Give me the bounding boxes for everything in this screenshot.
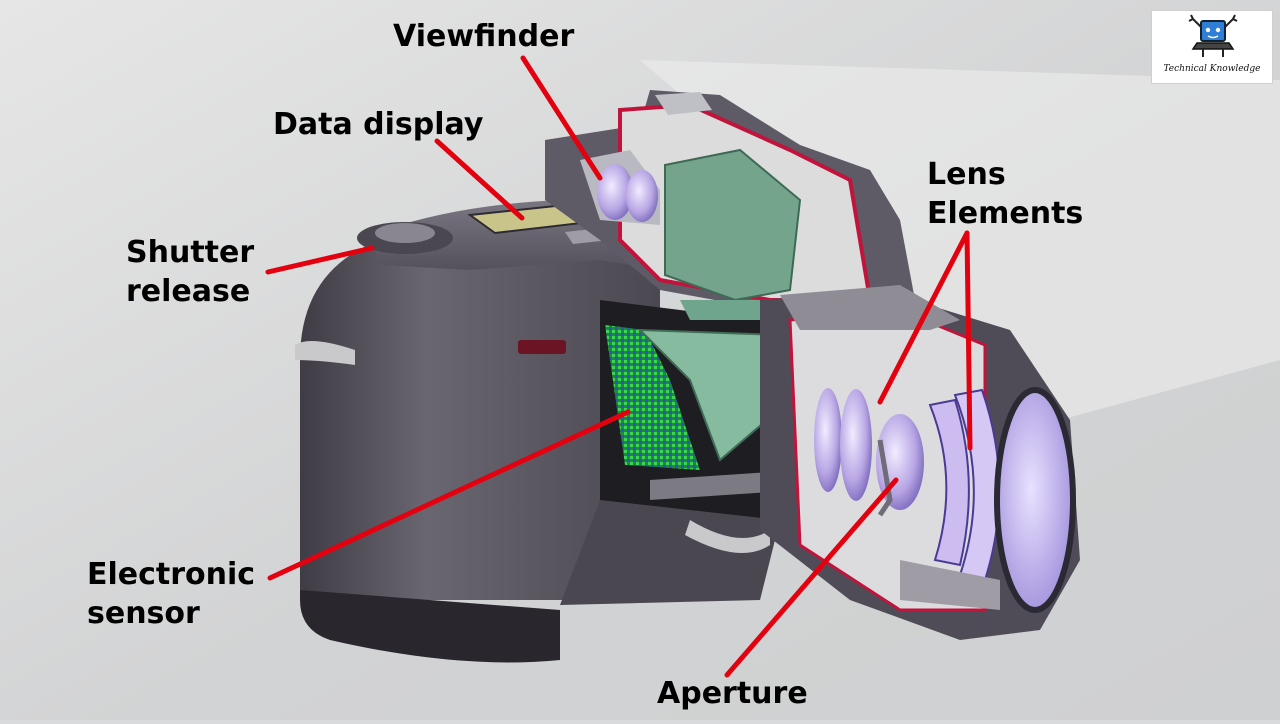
eyepiece-lens-2 [626,170,658,222]
focusing-screen [680,300,760,320]
label-electronic-sensor-line2: sensor [87,596,200,631]
lens-element-1 [814,388,842,492]
hot-shoe [655,92,712,115]
strap-lug [295,341,355,365]
camera-grip [300,220,660,600]
label-shutter-release-line2: release [126,274,251,309]
label-electronic-sensor-line1: Electronic [87,557,256,592]
grip-base [300,590,560,663]
label-shutter-release: Shutter release [126,233,254,311]
reflex-mirror [637,328,792,462]
label-lens-elements: Lens Elements [927,155,1083,233]
label-lens-elements-line2: Elements [927,196,1084,231]
leader-line-lens-elements-a [877,230,970,405]
leader-line-electronic-sensor [267,409,631,581]
channel-logo: Technical Knowledge [1151,10,1273,84]
image-sensor [605,325,700,470]
lower-body [560,500,780,605]
label-viewfinder: Viewfinder [393,17,574,56]
front-lens-element [994,387,1076,613]
label-data-display: Data display [273,105,483,144]
label-lens-elements-line1: Lens [927,157,1006,192]
shutter-release-button [375,223,435,243]
red-indicator [518,340,566,354]
label-electronic-sensor: Electronic sensor [87,555,255,633]
leader-line-viewfinder [520,55,603,181]
leader-line-data-display [434,138,525,221]
laptop-robot-icon [1188,14,1238,57]
leader-line-aperture [724,477,899,678]
lens-element-4 [928,398,970,567]
lens-element-2 [840,389,872,501]
label-data-display-text: Data display [273,107,484,142]
aperture-blades [877,439,893,517]
focus-ring-grip [780,285,960,330]
lens-mount-steps [900,560,1000,610]
eyepiece-lens-1 [597,164,633,220]
mount-ring [685,520,770,553]
leader-lines [265,55,973,678]
label-aperture: Aperture [657,674,808,713]
pentaprism [664,148,802,302]
label-viewfinder-text: Viewfinder [393,19,575,54]
channel-logo-text: Technical Knowledge [1163,64,1261,74]
leader-line-shutter-release [265,245,375,275]
label-shutter-release-line1: Shutter [126,235,255,270]
label-aperture-text: Aperture [657,676,808,711]
leader-line-lens-elements-b [964,230,973,451]
